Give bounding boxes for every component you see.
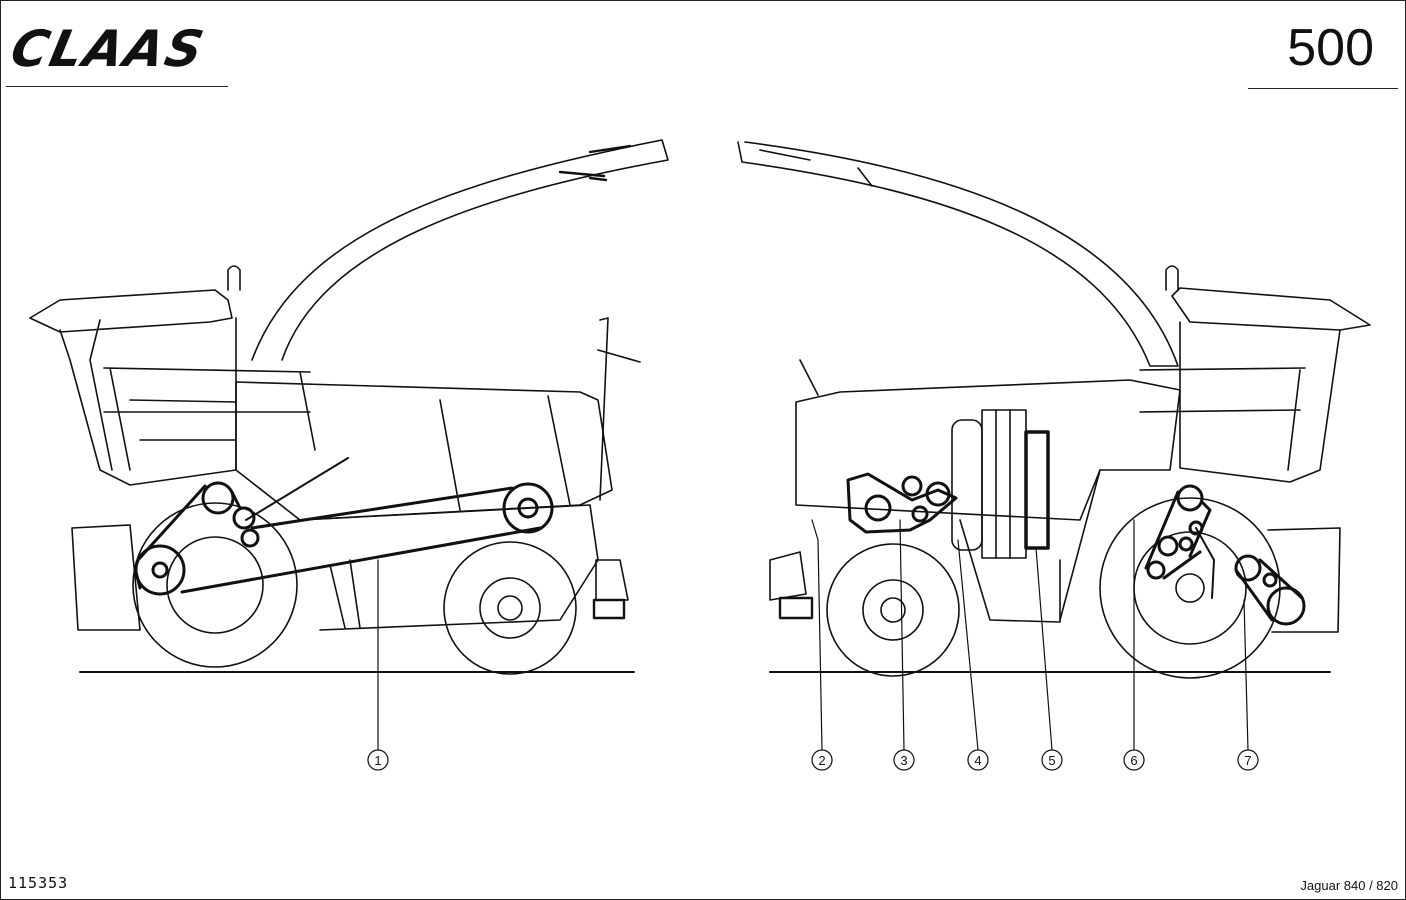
callout-7-label: 7 xyxy=(1244,753,1251,768)
callout-5: 5 xyxy=(1041,749,1063,771)
page-number: 500 xyxy=(1287,19,1374,77)
callout-leaders xyxy=(377,519,1249,751)
callout-1: 1 xyxy=(367,749,389,771)
document-number: 115353 xyxy=(8,874,69,892)
left-side-machine-view xyxy=(29,139,669,675)
callout-2-label: 2 xyxy=(818,753,825,768)
page-number-underline xyxy=(1248,88,1398,89)
callout-3-label: 3 xyxy=(900,753,907,768)
callout-4: 4 xyxy=(967,749,989,771)
callout-2: 2 xyxy=(811,749,833,771)
main-belt-drive xyxy=(134,457,554,596)
callout-1-label: 1 xyxy=(374,753,381,768)
logo-underline xyxy=(6,86,228,87)
rear-belt-drive xyxy=(1144,484,1306,626)
callout-5-label: 5 xyxy=(1048,753,1055,768)
callout-7: 7 xyxy=(1237,749,1259,771)
feeder-belt-drive xyxy=(846,472,958,534)
callout-4-label: 4 xyxy=(974,753,981,768)
callout-6: 6 xyxy=(1123,749,1145,771)
engine-drum xyxy=(951,409,1050,559)
callout-3: 3 xyxy=(893,749,915,771)
callout-6-label: 6 xyxy=(1130,753,1137,768)
right-side-machine-view xyxy=(737,141,1371,679)
model-name: Jaguar 840 / 820 xyxy=(1300,878,1398,893)
